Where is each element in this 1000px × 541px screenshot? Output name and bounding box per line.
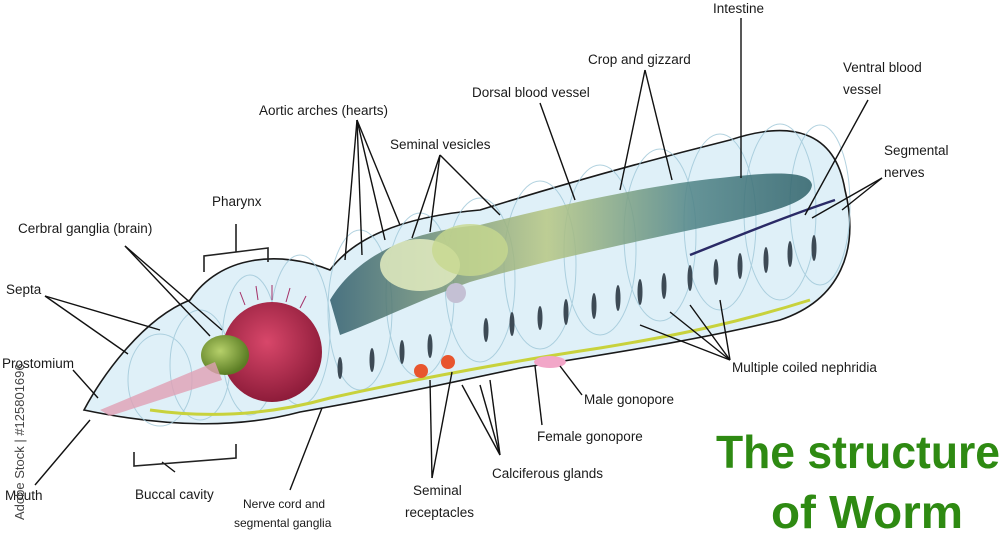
label-intestine: Intestine: [713, 1, 764, 16]
label-cerebral-ganglia: Cerbral ganglia (brain): [18, 221, 152, 236]
label-seminal-receptacles-2: receptacles: [405, 505, 474, 520]
buccal-cavity-bracket: [133, 444, 237, 467]
pharynx: [222, 302, 322, 402]
worm-body: [82, 123, 851, 427]
label-segmental-nerves-2: nerves: [884, 165, 925, 180]
label-nerve-cord-1: Nerve cord and: [243, 497, 325, 511]
label-multiple-nephridia: Multiple coiled nephridia: [732, 360, 877, 375]
nephridia: [337, 235, 817, 379]
watermark: Adobe Stock | #125801696: [12, 363, 27, 520]
label-pharynx: Pharynx: [212, 194, 262, 209]
label-segmental-nerves-1: Segmental: [884, 143, 949, 158]
male-gonopore: [534, 356, 566, 368]
label-ventral-blood-vessel-1: Ventral blood: [843, 60, 922, 75]
label-septa: Septa: [6, 282, 42, 297]
leader-lines: [34, 18, 883, 491]
label-prostomium: Prostomium: [2, 356, 74, 371]
label-dorsal-blood-vessel: Dorsal blood vessel: [472, 85, 590, 100]
label-buccal-cavity: Buccal cavity: [135, 487, 214, 502]
intestine-tube: [330, 173, 812, 335]
pharynx-bracket: [203, 224, 269, 272]
seminal-vesicle-2: [432, 224, 508, 276]
seminal-vesicle-3: [446, 283, 466, 303]
title-line-2: of Worm: [771, 486, 963, 536]
title-line-1: The structure: [716, 426, 1000, 478]
label-seminal-vesicles: Seminal vesicles: [390, 137, 491, 152]
ventral-blood-vessel: [689, 198, 836, 257]
label-mouth: Mouth: [5, 488, 43, 503]
label-aortic-arches: Aortic arches (hearts): [259, 103, 388, 118]
label-calciferous-glands: Calciferous glands: [492, 466, 603, 481]
pharynx-muscles: [239, 285, 307, 309]
label-female-gonopore: Female gonopore: [537, 429, 643, 444]
label-male-gonopore: Male gonopore: [584, 392, 674, 407]
seminal-receptacle-1: [414, 364, 428, 378]
label-ventral-blood-vessel-2: vessel: [843, 82, 881, 97]
label-nerve-cord-2: segmental ganglia: [234, 516, 332, 530]
label-crop-gizzard: Crop and gizzard: [588, 52, 691, 67]
label-seminal-receptacles-1: Seminal: [413, 483, 462, 498]
seminal-receptacle-2: [441, 355, 455, 369]
buccal-cavity-tube: [100, 362, 222, 416]
